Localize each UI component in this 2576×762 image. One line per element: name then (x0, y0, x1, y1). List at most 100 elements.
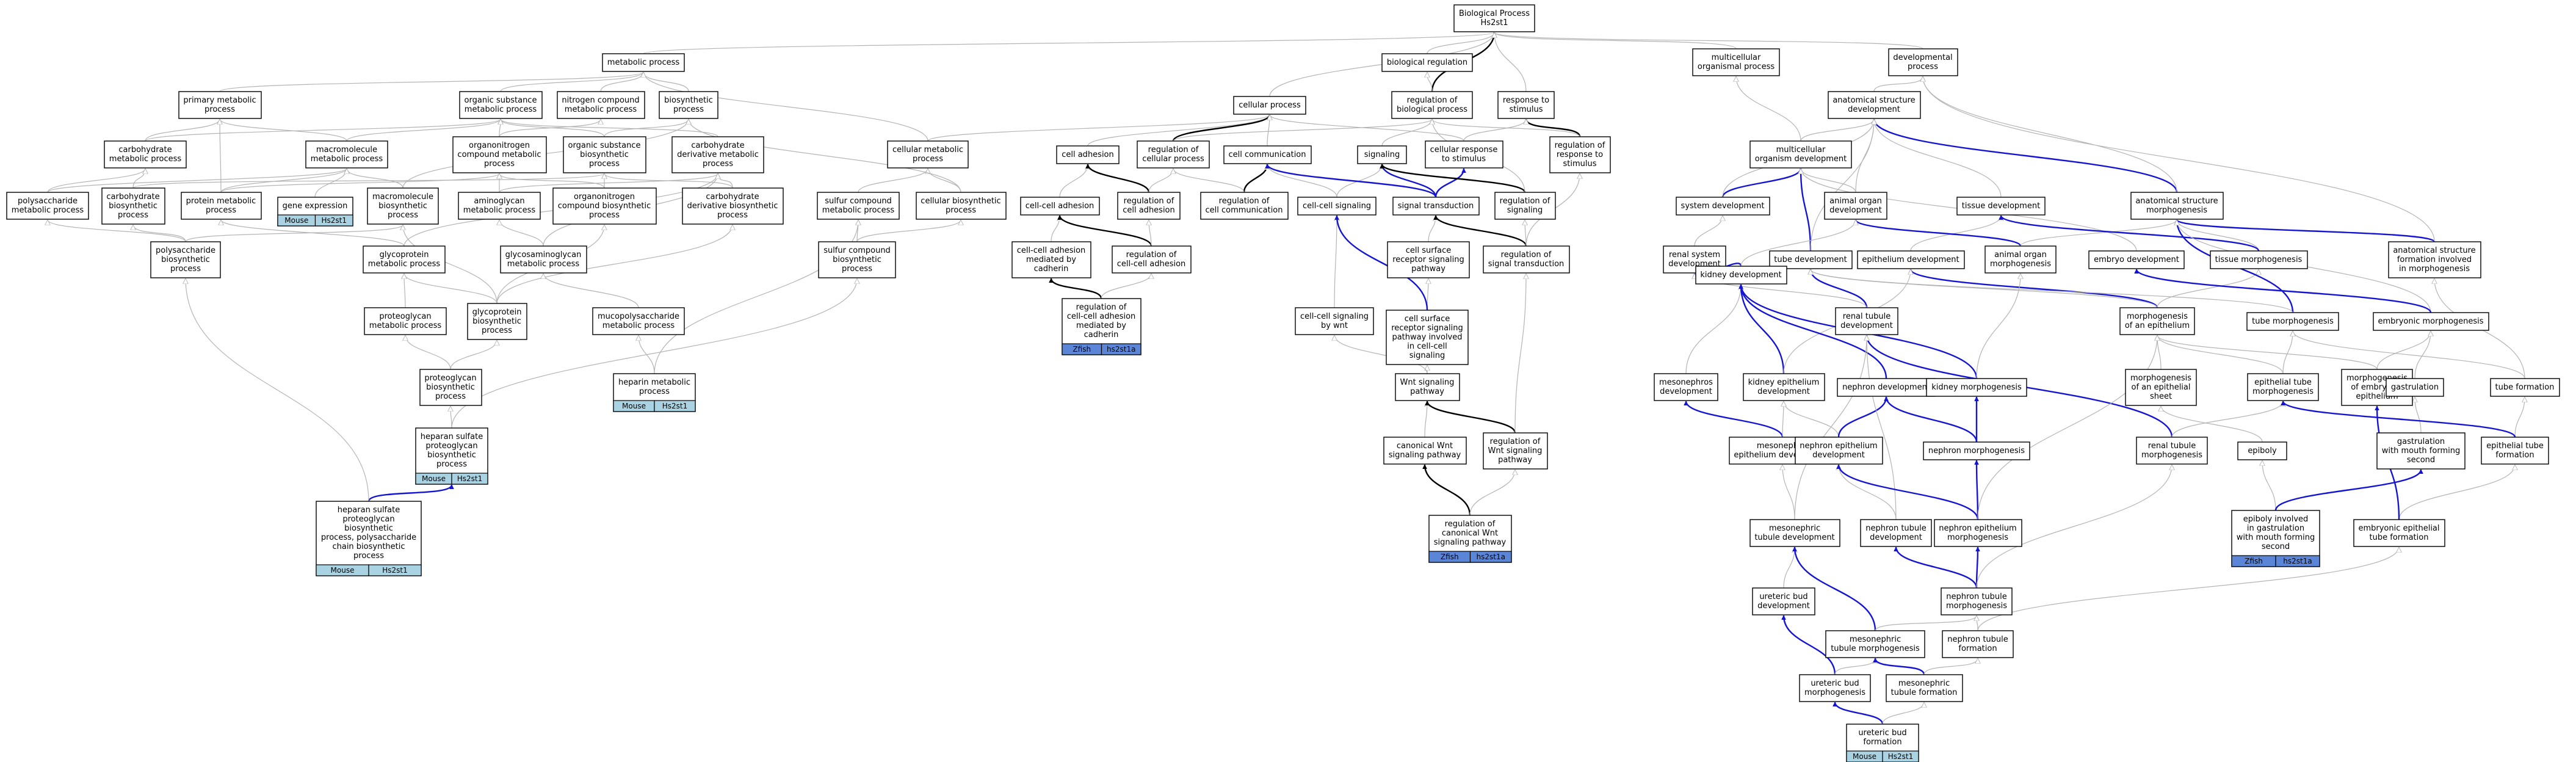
go-term-node[interactable]: gastrulation (2386, 378, 2444, 397)
gene-badge[interactable] (1101, 343, 1141, 355)
gene-badge[interactable] (1882, 750, 1919, 762)
go-term-node[interactable]: tissue development (1956, 197, 2046, 216)
gene-badge[interactable] (314, 214, 353, 227)
gene-badge[interactable] (1469, 551, 1512, 563)
go-term-node[interactable]: tube morphogenesis (2246, 312, 2339, 331)
go-term-node[interactable]: epithelium development (1857, 250, 1965, 269)
go-term-node[interactable]: metabolic process (602, 53, 685, 72)
go-term-node[interactable]: nephron development (1837, 378, 1936, 397)
go-term-node[interactable]: cell-cell signaling (1297, 197, 1377, 216)
go-term-node[interactable]: cell communication (1223, 145, 1312, 164)
go-term-node[interactable]: biological regulation (1381, 53, 1473, 72)
go-term-node[interactable]: signal transduction (1392, 197, 1480, 216)
go-term-node[interactable]: epiboly (2237, 441, 2287, 460)
go-term-node[interactable]: cell adhesion (1056, 145, 1120, 164)
gene-badge[interactable] (2275, 555, 2320, 567)
go-term-node[interactable]: heparan sulfateproteoglycanbiosyntheticp… (415, 427, 488, 485)
go-term-node[interactable]: embryonic morphogenesis (2373, 312, 2489, 331)
go-term-node[interactable]: system development (1676, 197, 1770, 216)
go-term-node[interactable]: signaling (1357, 145, 1407, 164)
gene-badge[interactable] (451, 473, 488, 485)
go-term-node[interactable]: cellular process (1233, 96, 1306, 115)
go-term-node[interactable]: cell-cell adhesion (1020, 197, 1100, 216)
go-term-node[interactable]: embryo development (2088, 250, 2185, 269)
go-term-node[interactable]: kidney development (1695, 266, 1787, 285)
gene-badge[interactable] (654, 400, 696, 412)
go-term-node[interactable]: tube development (1769, 250, 1853, 269)
go-term-node[interactable]: tissue morphogenesis (2210, 250, 2308, 269)
